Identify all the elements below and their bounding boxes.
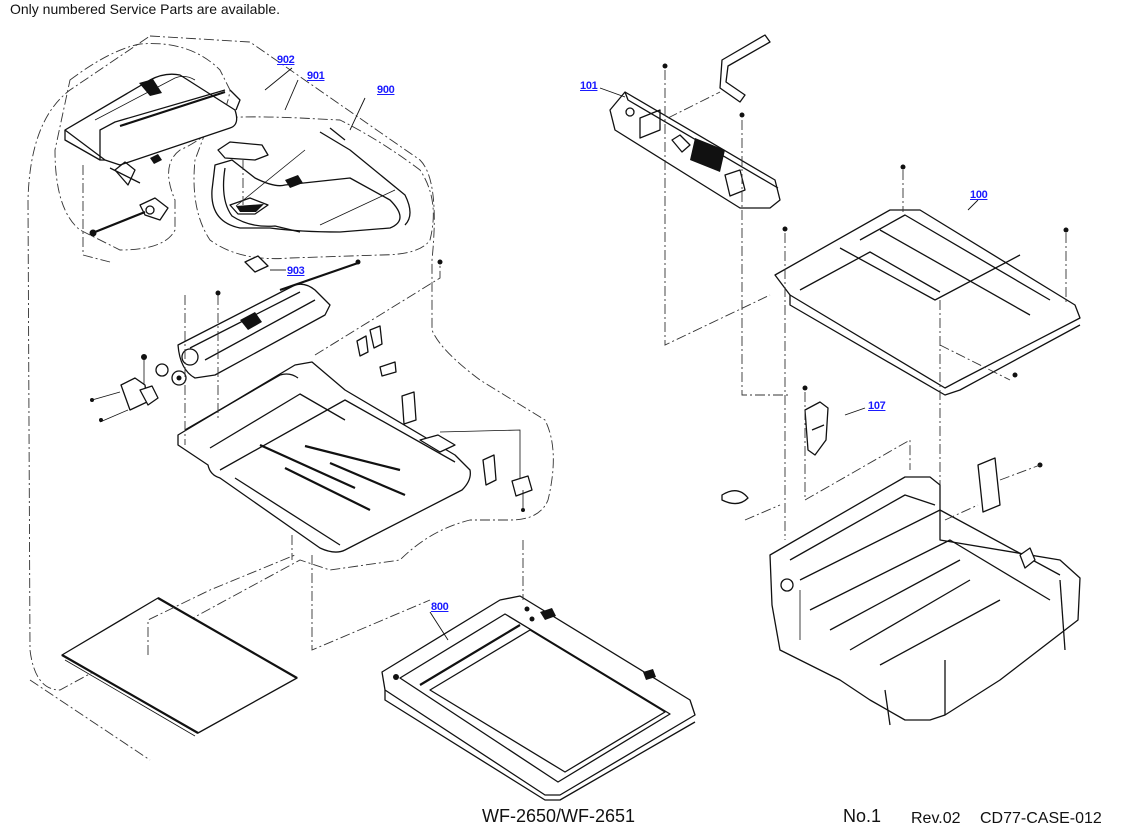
callout-901[interactable]: 901 (307, 70, 325, 82)
part-900-adf-tray (211, 127, 411, 233)
callout-903[interactable]: 903 (287, 265, 305, 277)
document-code: CD77-CASE-012 (980, 810, 1102, 827)
model-name: WF-2650/WF-2651 (482, 806, 636, 826)
adf-rod (279, 261, 359, 292)
callout-800[interactable]: 800 (431, 601, 449, 613)
leader-800 (429, 611, 449, 641)
adf-group-boundary (27, 35, 554, 691)
adf-frame-assembly (90, 259, 533, 553)
callout-902[interactable]: 902 (277, 54, 295, 66)
callout-900[interactable]: 900 (377, 84, 395, 96)
housing-lower (721, 457, 1081, 726)
part-100-housing-upper (774, 164, 1081, 560)
callout-100[interactable]: 100 (970, 189, 988, 201)
part-902-adf-cover (64, 73, 241, 263)
part-800-scanner-unit (291, 535, 696, 801)
part-903-lever (244, 255, 269, 273)
part-101-control-panel (609, 34, 790, 396)
leader-901 (284, 79, 299, 111)
leader-900 (349, 97, 366, 131)
revision: Rev.02 (911, 810, 961, 827)
document-mat (29, 554, 298, 761)
callout-101[interactable]: 101 (580, 80, 598, 92)
cover-group-boundary (54, 43, 231, 251)
service-parts-note: Only numbered Service Parts are availabl… (10, 1, 281, 17)
leader-100 (967, 199, 979, 211)
callout-107[interactable]: 107 (868, 400, 886, 412)
part-107-component (802, 385, 911, 501)
leader-902 (264, 67, 293, 91)
leader-101 (599, 87, 626, 98)
sheet-number: No.1 (843, 806, 882, 826)
tray-group-boundary (193, 116, 434, 260)
